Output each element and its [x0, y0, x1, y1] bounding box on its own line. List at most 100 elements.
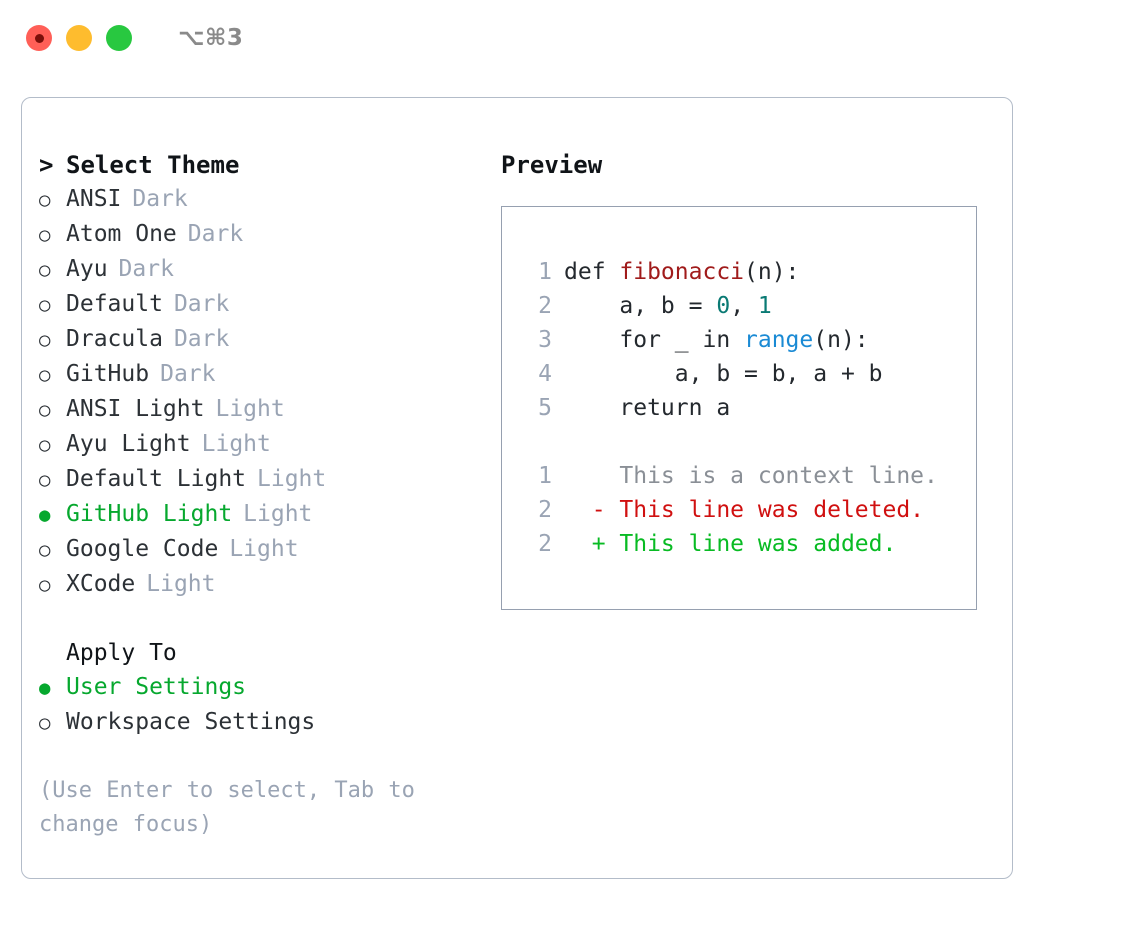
- theme-option-atom-one[interactable]: ○ Atom One Dark: [39, 217, 489, 252]
- theme-option-google-code[interactable]: ○ Google Code Light: [39, 532, 489, 567]
- radio-selected-icon: ●: [39, 677, 51, 699]
- theme-option-variant: Dark: [173, 291, 230, 317]
- code-token-number: 0: [716, 293, 731, 319]
- theme-option-label: Google Code: [66, 536, 219, 562]
- theme-option-variant: Dark: [132, 186, 188, 212]
- code-line-content: def fibonacci(n):: [564, 255, 799, 289]
- radio-unselected-icon: ○: [39, 329, 51, 351]
- code-diff-gap: [520, 425, 976, 459]
- code-line-number: 4: [538, 361, 552, 387]
- radio-selected-icon: ●: [39, 504, 51, 526]
- radio-unselected-icon: ○: [39, 224, 51, 246]
- radio-unselected-icon: ○: [39, 539, 51, 561]
- theme-option-label: Default: [66, 291, 163, 317]
- diff-marker: -: [564, 497, 620, 523]
- code-line: 1 def fibonacci(n):: [520, 255, 976, 289]
- code-line: 4 a, b = b, a + b: [520, 357, 976, 391]
- theme-option-variant: Light: [243, 501, 313, 527]
- title-bar: ⌥⌘3: [0, 0, 1140, 76]
- code-token: return a: [564, 395, 731, 421]
- select-theme-label: Select Theme: [66, 151, 240, 179]
- hint-spacer: [39, 740, 489, 774]
- radio-unselected-icon: ○: [39, 574, 51, 596]
- code-line-number: 5: [538, 395, 552, 421]
- apply-to-option-workspace-settings[interactable]: ○Workspace Settings: [39, 705, 489, 740]
- preview-heading: Preview: [501, 151, 603, 179]
- theme-option-ansi[interactable]: ○ ANSI Dark: [39, 182, 489, 217]
- theme-option-ayu-light[interactable]: ○ Ayu Light Light: [39, 427, 489, 462]
- code-token: ,: [730, 293, 758, 319]
- radio-unselected-icon: ○: [39, 189, 51, 211]
- theme-option-variant: Dark: [118, 256, 174, 282]
- radio-unselected-icon: ○: [39, 364, 51, 386]
- apply-to-option-user-settings[interactable]: ● User Settings: [39, 670, 489, 705]
- keyboard-hint-text: (Use Enter to select, Tab to change focu…: [39, 778, 415, 837]
- theme-option-label: Atom One: [66, 221, 177, 247]
- theme-option-variant: Light: [215, 396, 285, 422]
- keyboard-shortcut-label: ⌥⌘3: [178, 25, 244, 51]
- diff-marker: [564, 459, 619, 493]
- theme-option-variant: Light: [201, 431, 271, 457]
- diff-line-text: This is a context line.: [619, 463, 938, 489]
- theme-option-variant: Light: [229, 536, 299, 562]
- apply-to-heading: Apply To: [66, 640, 177, 666]
- apply-to-list: ● User Settings ○Workspace Settings: [39, 670, 489, 740]
- apply-to-option-label: User Settings: [66, 674, 247, 700]
- code-token-function: fibonacci: [619, 259, 745, 285]
- code-token: (n):: [813, 327, 869, 353]
- code-token: a, b =: [564, 293, 717, 319]
- code-line-content: a, b = 0, 1: [564, 289, 771, 323]
- code-token-builtin: range: [744, 327, 814, 353]
- diff-line-number: 2: [538, 531, 552, 557]
- diff-sample: 1 This is a context line. 2 - This line w…: [520, 459, 976, 561]
- theme-option-variant: Dark: [160, 361, 216, 387]
- theme-option-label: XCode: [66, 571, 136, 597]
- diff-line-added: 2 + This line was added.: [520, 527, 976, 561]
- code-line-content: return a: [564, 391, 730, 425]
- code-token: def: [564, 259, 620, 285]
- theme-option-label: Ayu: [66, 256, 108, 282]
- code-line-number: 3: [538, 327, 552, 353]
- close-dot-icon: [34, 33, 44, 43]
- code-token: (n):: [744, 259, 800, 285]
- theme-option-label: Default Light: [66, 466, 247, 492]
- list-spacer: [39, 602, 489, 636]
- theme-option-variant: Dark: [187, 221, 244, 247]
- code-line-content: for _ in range(n):: [564, 323, 869, 357]
- theme-option-github[interactable]: ○ GitHub Dark: [39, 357, 489, 392]
- diff-line-text: This line was deleted.: [619, 497, 925, 523]
- radio-unselected-icon: ○: [39, 399, 51, 421]
- diff-line-text: This line was added.: [619, 531, 897, 557]
- close-button-icon[interactable]: [26, 25, 52, 51]
- theme-option-dracula[interactable]: ○ Dracula Dark: [39, 322, 489, 357]
- diff-line-number: 1: [538, 463, 552, 489]
- minimize-button-icon[interactable]: [66, 25, 92, 51]
- diff-line-deleted: 2 - This line was deleted.: [520, 493, 976, 527]
- code-token: a, b = b, a + b: [564, 361, 883, 387]
- code-line: 5 return a: [520, 391, 976, 425]
- diff-line-number: 2: [538, 497, 552, 523]
- theme-option-label: Dracula: [66, 326, 163, 352]
- code-line-number: 1: [538, 259, 552, 285]
- diff-marker: +: [564, 531, 620, 557]
- radio-unselected-icon: ○: [39, 434, 51, 456]
- theme-option-label: GitHub: [66, 361, 150, 387]
- theme-option-variant: Dark: [173, 326, 230, 352]
- theme-option-label: ANSI: [66, 186, 122, 212]
- theme-option-label: Ayu Light: [66, 431, 191, 457]
- code-line: 2 a, b = 0, 1: [520, 289, 976, 323]
- maximize-button-icon[interactable]: [106, 25, 132, 51]
